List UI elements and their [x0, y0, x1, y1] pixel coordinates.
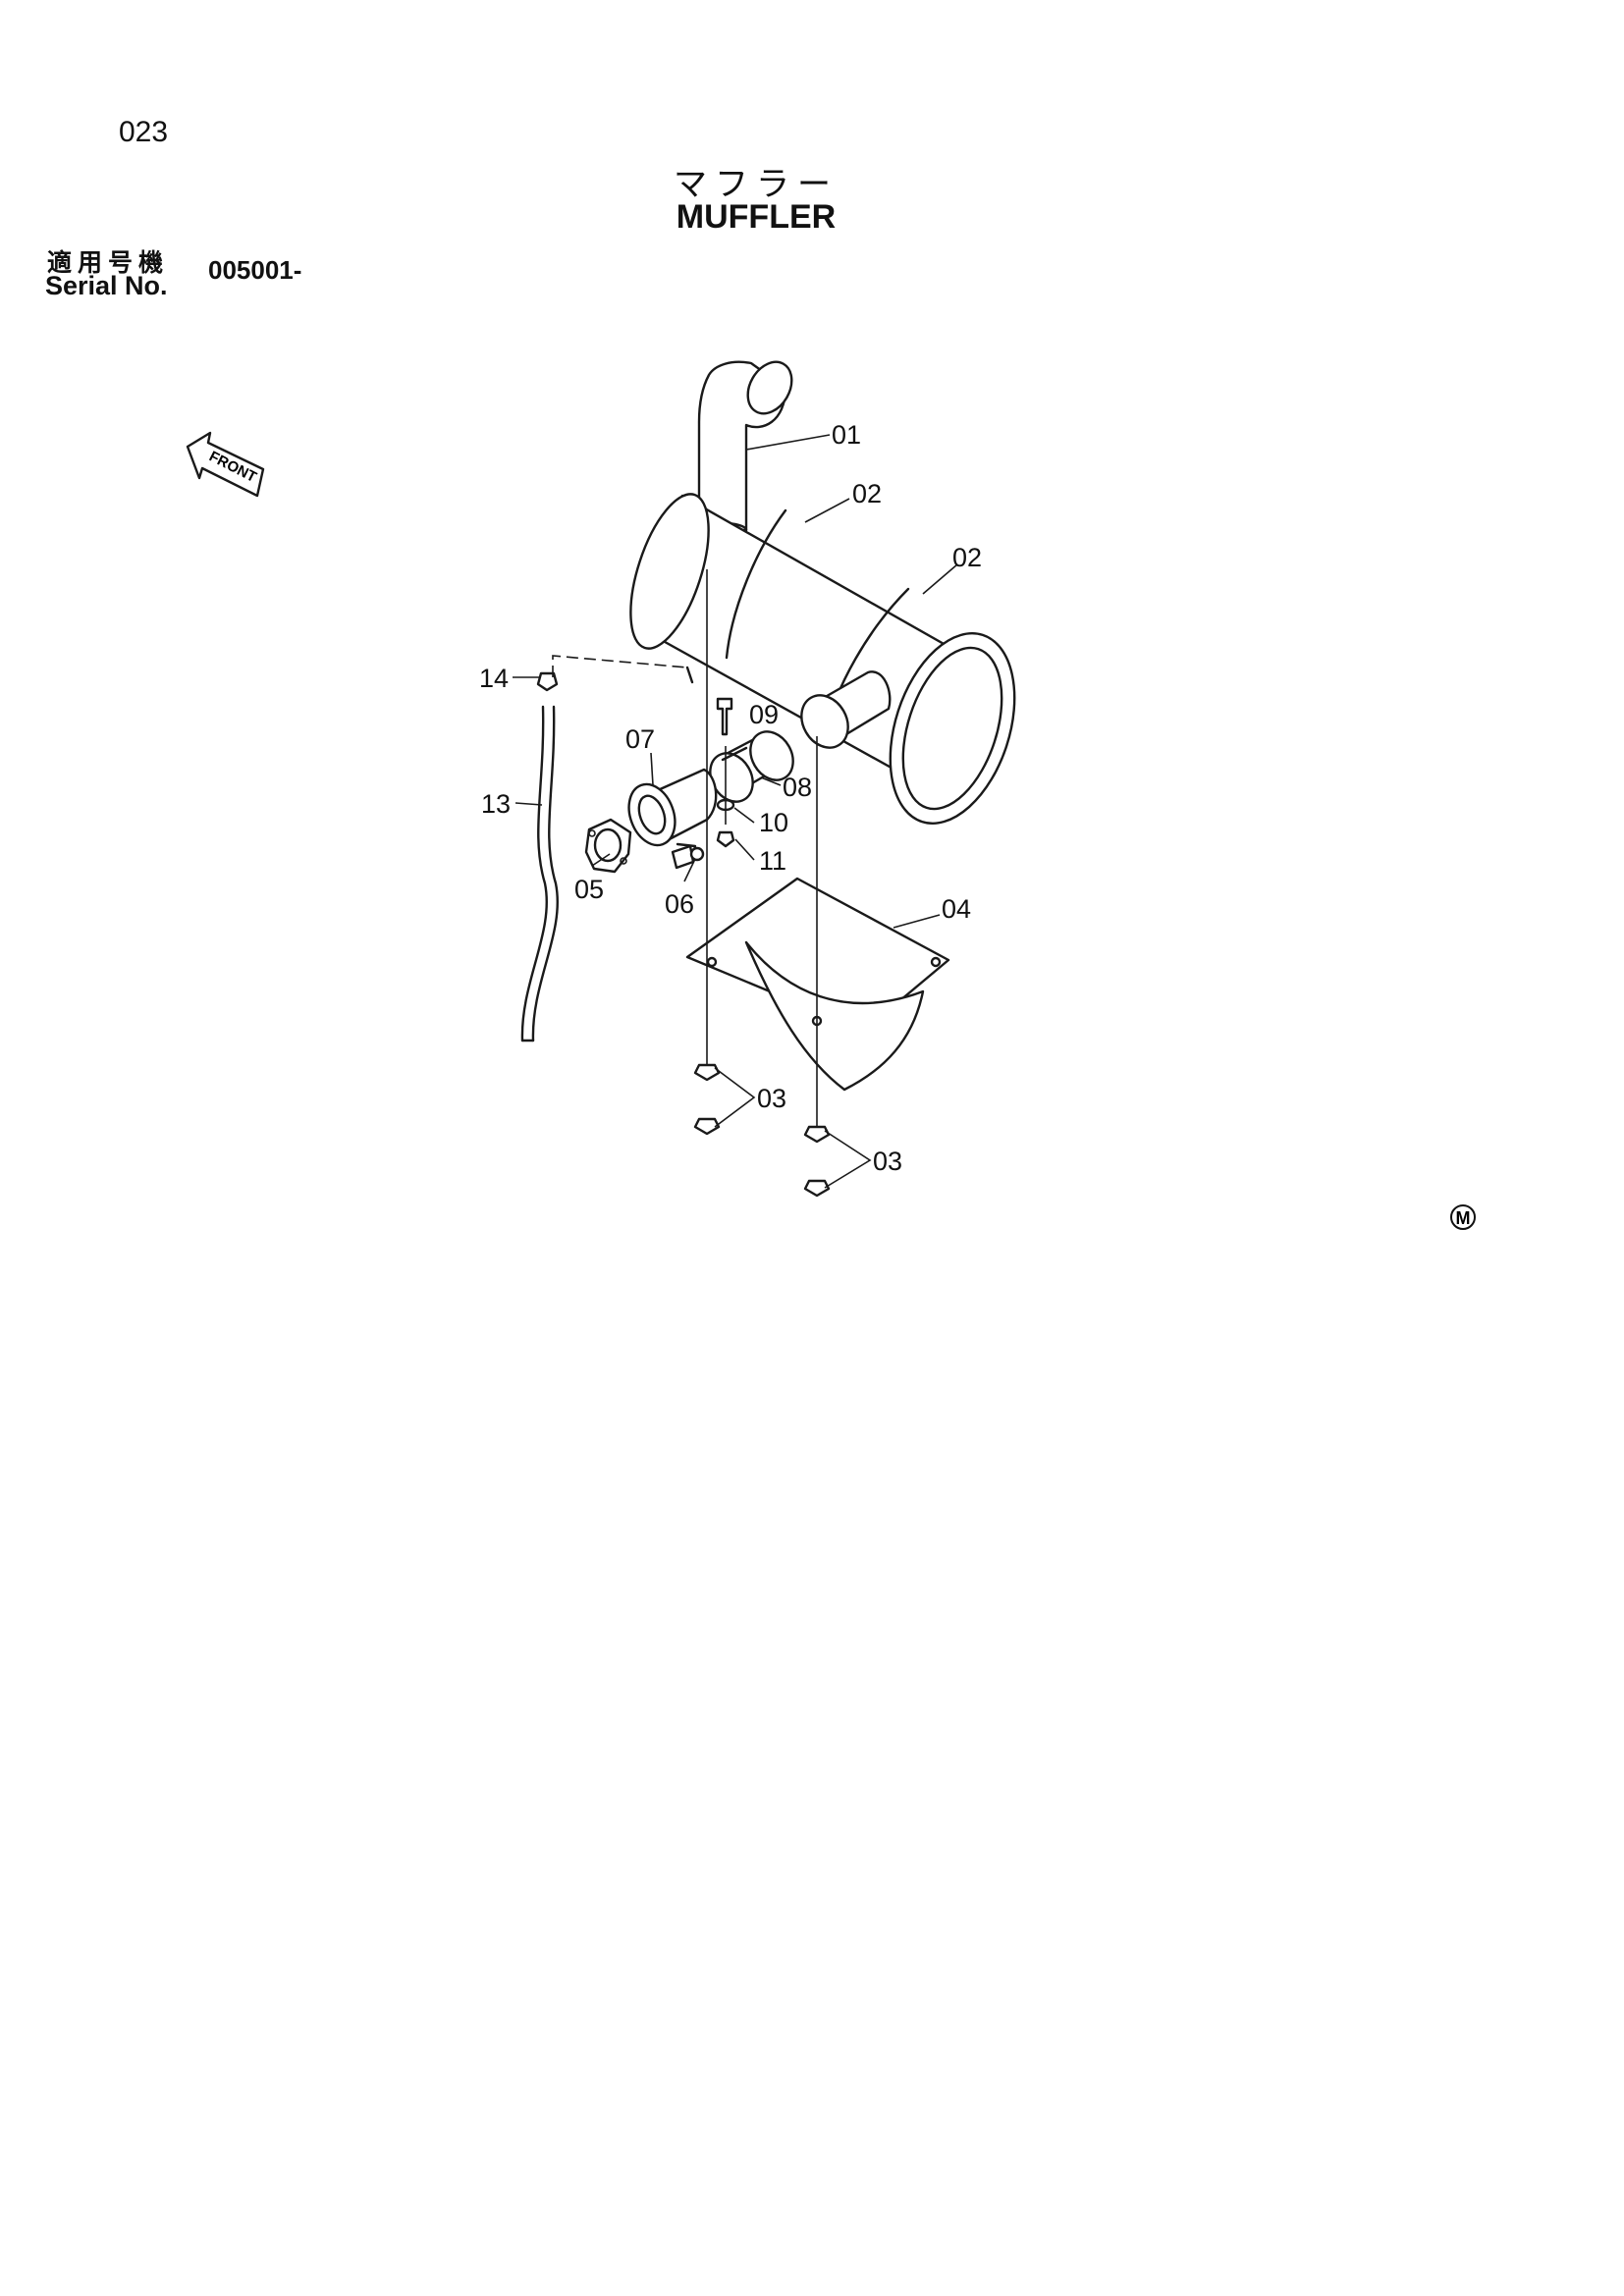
callout-label: 08: [783, 773, 812, 802]
page-title-japanese: マフラー: [674, 165, 839, 204]
bolt-part-09: [716, 697, 733, 736]
muffler-outlet-elbow: [800, 670, 892, 749]
callout-label: 03: [873, 1147, 902, 1176]
exhaust-stack-pipe: [697, 360, 793, 539]
hose-clip-part-14: [536, 655, 694, 692]
nut-part-11: [716, 830, 735, 848]
serial-number-value: 005001-: [208, 255, 302, 285]
bracket-part-06: [671, 844, 705, 870]
drain-hose-part-13: [520, 705, 559, 1042]
callout-leaders: [513, 434, 958, 1189]
nut-part-03: [693, 1063, 831, 1198]
callout-label: 02: [952, 543, 982, 572]
serial-label: Serial No.: [45, 271, 168, 300]
callout-label: 05: [574, 875, 604, 904]
circled-m-mark: M: [1450, 1204, 1476, 1230]
gasket-part-05: [584, 818, 632, 874]
circled-m-letter: M: [1456, 1208, 1471, 1228]
page-title: MUFFLER: [676, 198, 837, 236]
pipe-part-07: [627, 768, 718, 861]
callout-label: 01: [832, 420, 861, 450]
clamp-part-08: [709, 730, 794, 803]
callout-label: 11: [759, 846, 786, 876]
callout-label: 07: [625, 724, 655, 754]
front-arrow-icon: FRONT: [186, 431, 265, 498]
callout-label: 04: [942, 894, 971, 924]
serial-label-japanese: 適用号機: [47, 248, 170, 277]
page-number: 023: [119, 116, 169, 148]
callout-label: 09: [749, 700, 779, 729]
muffler-body: [629, 493, 1016, 825]
callout-label: 14: [479, 664, 509, 693]
callout-label: 10: [759, 808, 788, 837]
callout-label: 13: [481, 789, 511, 819]
callout-label: 03: [757, 1084, 786, 1113]
callout-label: 06: [665, 889, 694, 919]
callout-label: 02: [852, 479, 882, 508]
muffler-bracket-part-04: [685, 877, 950, 1092]
